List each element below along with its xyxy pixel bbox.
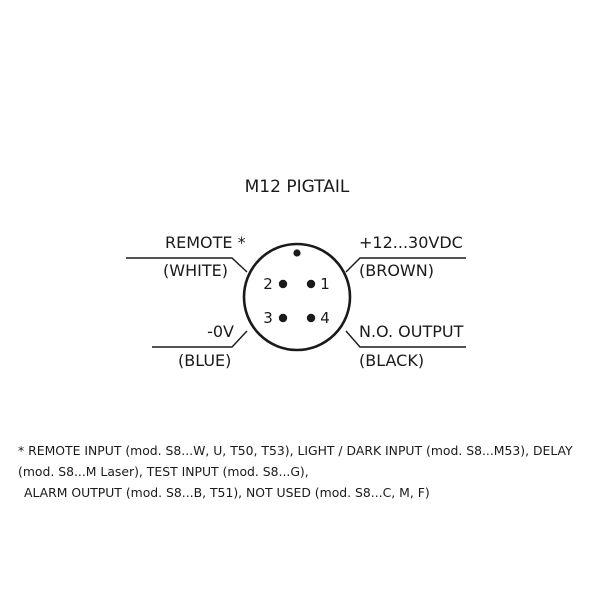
pin-4-number: 4 — [320, 309, 330, 327]
pin-4-wire-color-label: (BLACK) — [359, 351, 424, 370]
footnote-line-1: * REMOTE INPUT (mod. S8...W, U, T50, T53… — [18, 443, 573, 458]
pin-3-number: 3 — [263, 309, 273, 327]
footnote: * REMOTE INPUT (mod. S8...W, U, T50, T53… — [18, 440, 588, 503]
pin-3-function-label: -0V — [207, 322, 234, 341]
pin-1-wire-color-label: (BROWN) — [359, 261, 434, 280]
diagram-title: M12 PIGTAIL — [245, 177, 350, 197]
pin-1-wire — [345, 257, 466, 273]
pin-4-function-label: N.O. OUTPUT — [359, 322, 464, 341]
pin-1-number: 1 — [320, 275, 330, 293]
pin-3-wire-color-label: (BLUE) — [178, 351, 231, 370]
footnote-line-2: (mod. S8...M Laser), TEST INPUT (mod. S8… — [18, 464, 309, 479]
pin-4-contact — [306, 313, 316, 323]
pin-2-number: 2 — [263, 275, 273, 293]
pin-1-contact — [306, 279, 316, 289]
pin-2-wire — [126, 257, 248, 273]
pin-2-function-label: REMOTE * — [165, 233, 246, 252]
pin-2-contact — [278, 279, 288, 289]
pin-3-contact — [278, 313, 288, 323]
pin-4-wire — [345, 330, 466, 348]
footnote-line-3: ALARM OUTPUT (mod. S8...B, T51), NOT USE… — [24, 485, 430, 500]
connector-key-notch — [293, 249, 301, 257]
pin-3-wire — [152, 330, 248, 348]
connector-body — [242, 242, 352, 352]
pin-2-wire-color-label: (WHITE) — [163, 261, 228, 280]
pin-1-function-label: +12...30VDC — [359, 233, 463, 252]
